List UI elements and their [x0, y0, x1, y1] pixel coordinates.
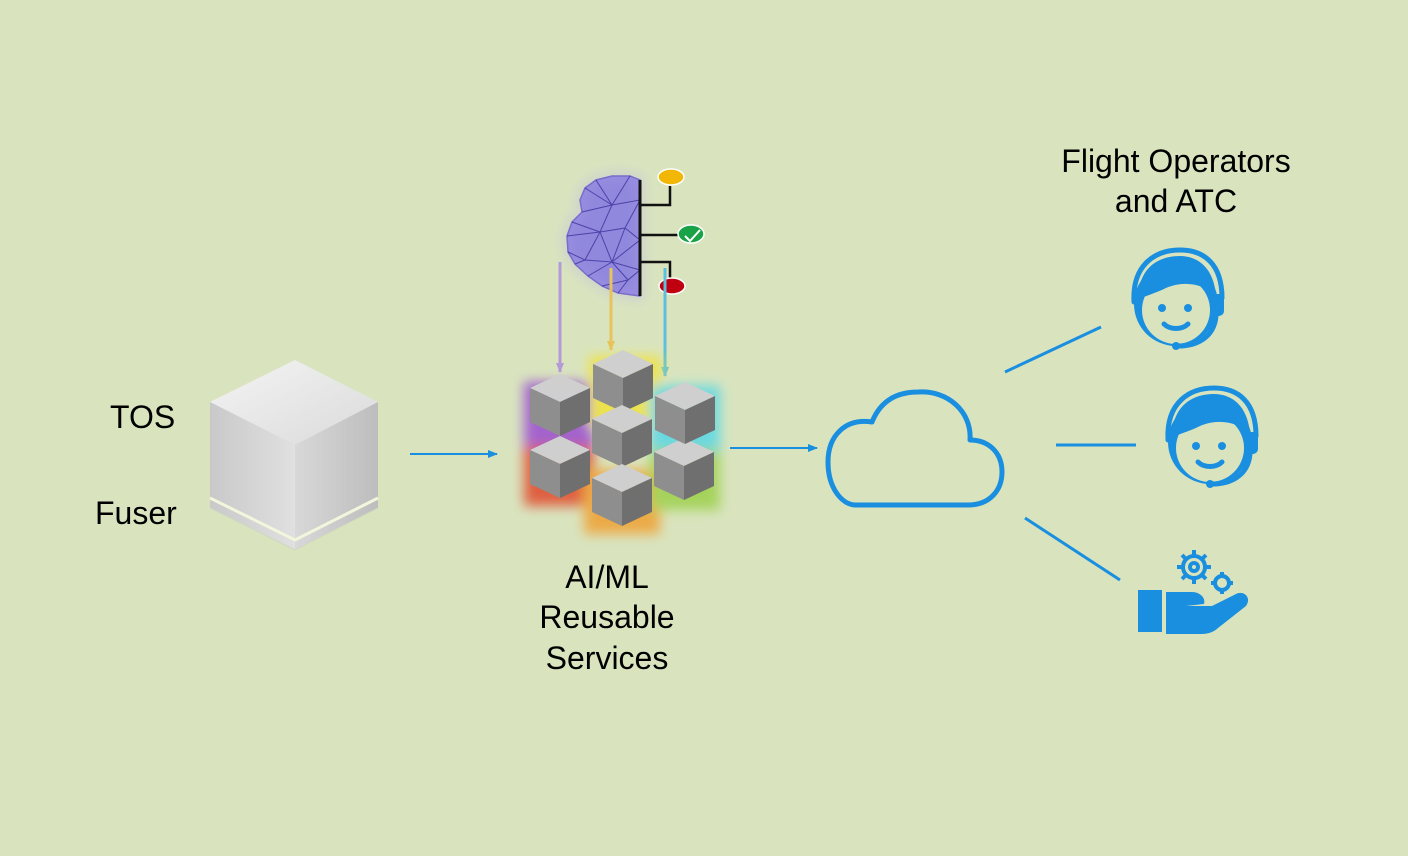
status-green-check-indicator — [677, 224, 705, 244]
hand-gears-icon — [1138, 550, 1249, 634]
fuser-label: Fuser — [95, 495, 177, 531]
cloud-icon — [825, 389, 1005, 508]
aiml-label-line3: Services — [545, 640, 669, 676]
server-cube-icon — [209, 360, 379, 551]
cube-cluster-icon — [524, 350, 720, 534]
link-to-operator-1 — [1004, 325, 1102, 374]
aiml-label-line2: Reusable — [539, 599, 675, 635]
operators-label-line1: Flight Operators — [1061, 143, 1291, 179]
status-yellow-indicator — [657, 168, 685, 186]
aiml-label-line1: AI/ML — [565, 559, 649, 595]
brain-mesh-icon — [563, 173, 643, 300]
operators-label-line2: and ATC — [1114, 183, 1238, 219]
headset-operator-icon — [1131, 247, 1225, 350]
headset-operator-icon — [1165, 385, 1259, 488]
link-to-service — [1024, 516, 1121, 582]
tos-label: TOS — [110, 399, 176, 435]
status-red-indicator — [658, 277, 686, 295]
status-connector — [640, 186, 678, 278]
